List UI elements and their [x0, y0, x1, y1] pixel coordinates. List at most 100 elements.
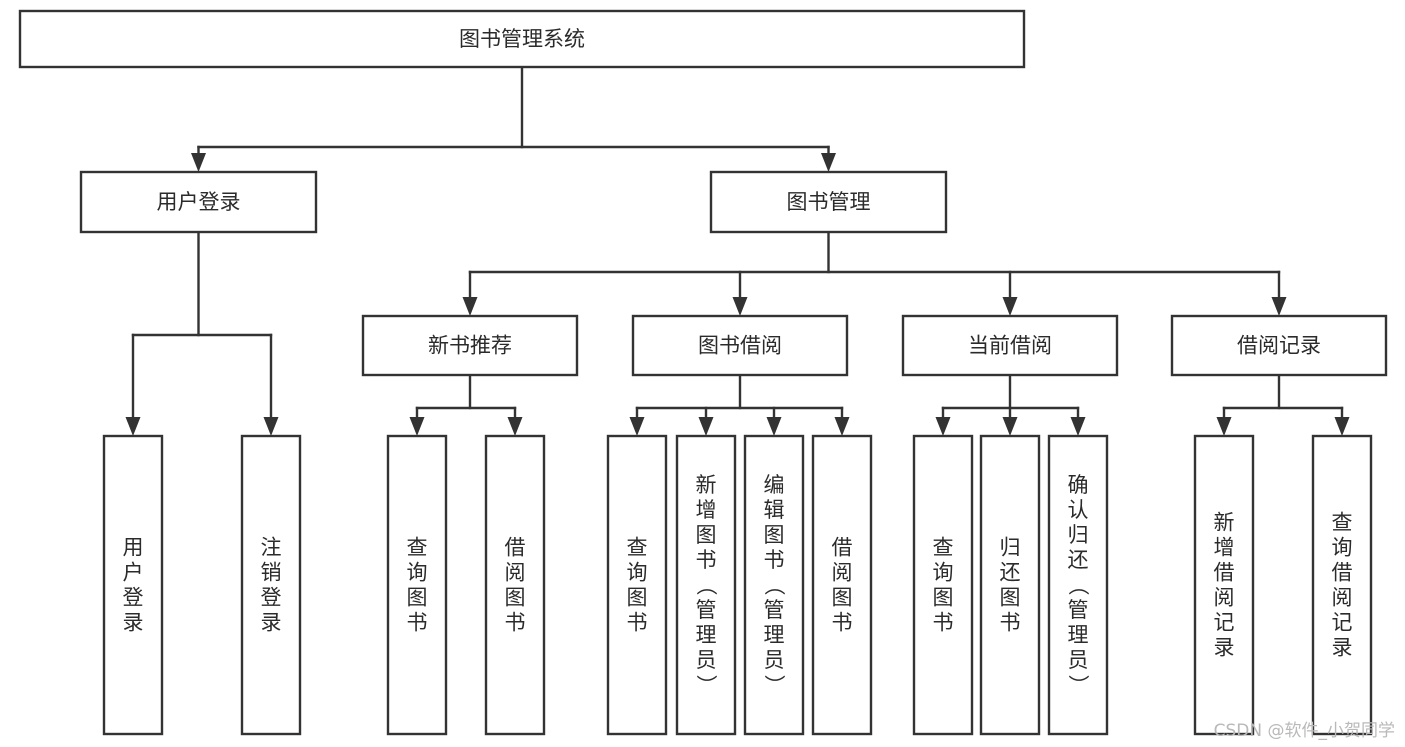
node-label-char: 管 [696, 598, 717, 622]
node-label-char: 管 [1068, 598, 1089, 622]
node-label-char: 书 [832, 611, 853, 635]
node-box-leaf-return-book [979, 434, 1041, 736]
node-label-char: 图 [407, 586, 428, 610]
node-label-char: 图 [696, 523, 717, 547]
node-label-char: 辑 [764, 498, 785, 522]
node-label-char: 用 [123, 536, 144, 560]
node-box-leaf-borrow-book-1 [484, 434, 546, 736]
csdn-watermark: CSDN @软件_小贺同学 [1213, 721, 1395, 741]
arrow-head-icon [629, 417, 645, 436]
arrow-head-icon [1216, 417, 1232, 436]
node-label-char: 查 [1332, 511, 1353, 535]
arrow-head-icon [698, 417, 714, 436]
node-book-manage[interactable]: 图书管理 [709, 170, 948, 234]
node-label-char: 询 [627, 561, 648, 585]
node-new-book-recommend[interactable]: 新书推荐 [361, 314, 579, 377]
node-label-char: 书 [696, 548, 717, 572]
node-box-leaf-query-record [1311, 434, 1373, 736]
arrow-head-icon [1271, 297, 1287, 316]
node-label-new-book-recommend: 新书推荐 [428, 334, 512, 358]
node-label-char: （ [1066, 575, 1090, 596]
node-label-char: 新 [1214, 511, 1235, 535]
node-label-root: 图书管理系统 [459, 27, 585, 51]
node-label-char: 录 [261, 611, 282, 635]
node-label-char: 书 [505, 611, 526, 635]
node-label-char: 书 [627, 611, 648, 635]
arrow-head-icon [462, 297, 478, 316]
node-borrow-record[interactable]: 借阅记录 [1170, 314, 1388, 377]
node-label-char: 销 [261, 561, 282, 585]
node-current-borrow[interactable]: 当前借阅 [901, 314, 1119, 377]
node-label-user-login: 用户登录 [157, 190, 241, 214]
node-label-char: 图 [1000, 586, 1021, 610]
node-box-leaf-user-login [102, 434, 164, 736]
node-label-char: 录 [1214, 636, 1235, 660]
node-label-book-borrow: 图书借阅 [698, 334, 782, 358]
arrow-head-icon [409, 417, 425, 436]
node-label-borrow-record: 借阅记录 [1237, 334, 1321, 358]
node-label-char: 借 [1214, 561, 1235, 585]
node-label-char: 登 [261, 586, 282, 610]
node-label-char: 录 [1332, 636, 1353, 660]
node-label-char: 员 [764, 648, 785, 672]
node-label-char: 图 [764, 523, 785, 547]
arrow-head-icon [1002, 297, 1018, 316]
node-box-current-borrow [901, 314, 1119, 377]
node-label-char: 增 [696, 498, 717, 522]
node-label-char: 认 [1068, 498, 1089, 522]
node-box-leaf-user-logout [240, 434, 302, 736]
node-label-char: 理 [1068, 623, 1089, 647]
node-label-char: 记 [1332, 611, 1353, 635]
node-label-char: 户 [123, 561, 144, 585]
node-label-char: 理 [696, 623, 717, 647]
node-box-book-borrow [631, 314, 849, 377]
node-box-leaf-add-record [1193, 434, 1255, 736]
node-label-char: 还 [1000, 561, 1021, 585]
arrow-head-icon [834, 417, 850, 436]
node-label-char: （ [694, 575, 718, 596]
node-root[interactable]: 图书管理系统 [18, 9, 1026, 69]
node-label-char: 图 [832, 586, 853, 610]
node-box-user-login [79, 170, 318, 234]
node-label-char: 编 [764, 473, 785, 497]
node-book-borrow[interactable]: 图书借阅 [631, 314, 849, 377]
node-label-char: ） [762, 675, 786, 696]
node-label-char: ） [694, 675, 718, 696]
node-leaf-user-login[interactable]: 用户登录 [102, 434, 164, 736]
node-label-char: 归 [1000, 536, 1021, 560]
node-layer: 图书管理系统用户登录图书管理新书推荐图书借阅当前借阅借阅记录用户登录注销登录查询… [18, 9, 1388, 736]
node-label-char: 询 [933, 561, 954, 585]
node-box-leaf-borrow-book-2 [811, 434, 873, 736]
arrow-head-icon [821, 153, 836, 172]
node-label-char: 还 [1068, 548, 1089, 572]
node-label-char: 图 [933, 586, 954, 610]
node-label-char: 新 [696, 473, 717, 497]
node-label-char: ） [1066, 675, 1090, 696]
arrow-head-icon [191, 153, 206, 172]
node-user-login[interactable]: 用户登录 [79, 170, 318, 234]
node-box-leaf-query-book-1 [386, 434, 448, 736]
node-label-char: 查 [627, 536, 648, 560]
node-label-char: 询 [407, 561, 428, 585]
node-box-root [18, 9, 1026, 69]
node-label-char: 书 [407, 611, 428, 635]
node-label-char: 借 [1332, 561, 1353, 585]
arrow-head-icon [766, 417, 782, 436]
node-box-leaf-edit-book [743, 434, 805, 736]
node-label-char: 员 [1068, 648, 1089, 672]
node-label-char: 查 [933, 536, 954, 560]
